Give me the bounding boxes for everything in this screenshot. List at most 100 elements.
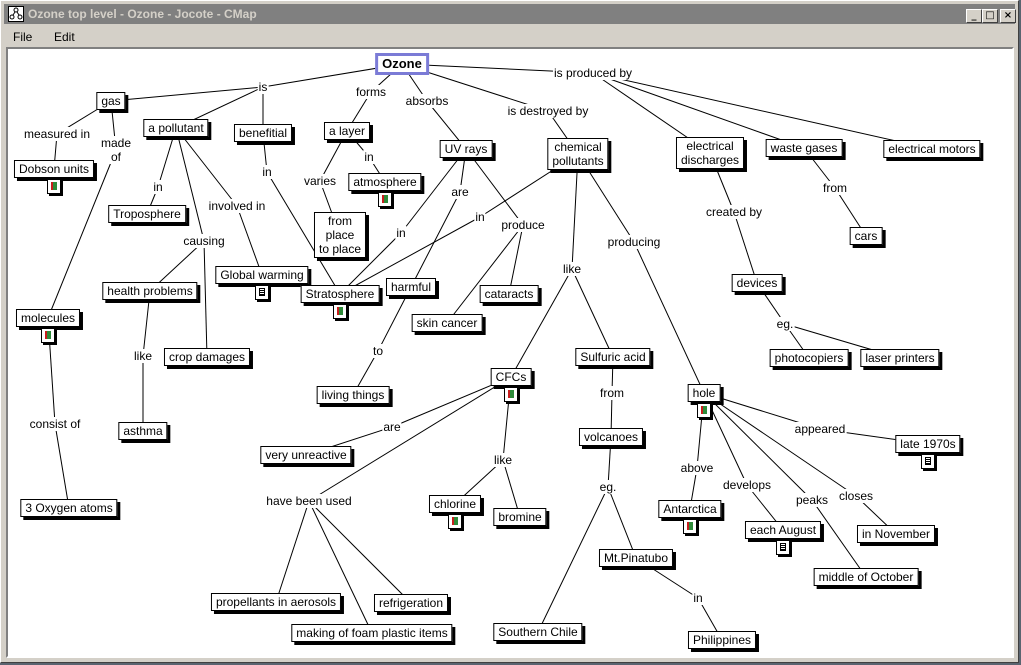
- linking-phrase-producing[interactable]: producing: [606, 235, 662, 249]
- image-resource-icon[interactable]: [448, 514, 462, 529]
- concept-skincancer[interactable]: skin cancer: [411, 314, 483, 332]
- concept-late1970s[interactable]: late 1970s: [895, 435, 961, 453]
- concept-sulfuric[interactable]: Sulfuric acid: [575, 348, 651, 366]
- concept-eachaugust[interactable]: each August: [744, 521, 822, 539]
- concept-southernchile[interactable]: Southern Chile: [493, 623, 583, 641]
- linking-phrase-eg_devices[interactable]: eg.: [775, 317, 795, 331]
- linking-phrase-in_chem[interactable]: in: [474, 210, 486, 224]
- concept-cataracts[interactable]: cataracts: [479, 285, 539, 303]
- concept-bromine[interactable]: bromine: [493, 508, 547, 526]
- concept-propellants[interactable]: propellants in aerosols: [210, 593, 342, 611]
- concept-midoctober[interactable]: middle of October: [813, 568, 919, 586]
- concept-hole[interactable]: hole: [687, 384, 721, 402]
- concept-philippines[interactable]: Philippines: [687, 631, 757, 649]
- image-resource-icon[interactable]: [47, 179, 61, 194]
- concept-elecmotors[interactable]: electrical motors: [883, 140, 981, 158]
- concept-cars[interactable]: cars: [849, 227, 883, 245]
- concept-dobson[interactable]: Dobson units: [13, 160, 95, 178]
- image-resource-icon[interactable]: [504, 387, 518, 402]
- linking-phrase-in_trop[interactable]: in: [152, 180, 164, 194]
- concept-atmosphere[interactable]: atmosphere: [348, 173, 422, 191]
- image-resource-icon[interactable]: [41, 328, 55, 343]
- linking-phrase-peaks[interactable]: peaks: [794, 493, 830, 507]
- menu-file[interactable]: File: [13, 30, 33, 44]
- linking-phrase-havebeenused[interactable]: have been used: [265, 494, 353, 508]
- linking-phrase-in_pinatubo[interactable]: in: [692, 591, 704, 605]
- concept-map-canvas[interactable]: is forms absorbs is destroyed by is produced…: [6, 47, 1014, 658]
- linking-phrase-are_cfc[interactable]: are: [382, 420, 402, 434]
- linking-phrase-like_chem[interactable]: like: [561, 262, 583, 276]
- linking-phrase-in_atmo[interactable]: in: [363, 150, 375, 164]
- concept-antarctica[interactable]: Antarctica: [658, 500, 722, 518]
- minimize-button[interactable]: _: [966, 9, 982, 23]
- linking-phrase-measuredin[interactable]: measured in: [22, 127, 92, 141]
- linking-phrase-eg_volc[interactable]: eg.: [598, 480, 618, 494]
- concept-chlorine[interactable]: chlorine: [428, 495, 482, 513]
- linking-phrase-appeared[interactable]: appeared: [793, 422, 847, 436]
- image-resource-icon[interactable]: [378, 192, 392, 207]
- linking-phrase-varies[interactable]: varies: [302, 174, 338, 188]
- concept-unreactive[interactable]: very unreactive: [260, 446, 352, 464]
- concept-globalwarming[interactable]: Global warming: [215, 266, 309, 284]
- concept-beneficial[interactable]: benefitial: [233, 124, 293, 142]
- concept-laserprinters[interactable]: laser printers: [860, 349, 940, 367]
- document-resource-icon[interactable]: [255, 285, 269, 300]
- linking-phrase-isproducedby[interactable]: is produced by: [552, 66, 634, 80]
- concept-stratosphere[interactable]: Stratosphere: [300, 285, 380, 303]
- linking-phrase-from_sulf[interactable]: from: [599, 386, 625, 400]
- concept-healthproblems[interactable]: health problems: [102, 282, 198, 300]
- concept-gas[interactable]: gas: [96, 92, 126, 110]
- maximize-button[interactable]: □: [982, 9, 998, 23]
- linking-phrase-like_cfc[interactable]: like: [492, 453, 514, 467]
- document-resource-icon[interactable]: [776, 540, 790, 555]
- concept-uvrays[interactable]: UV rays: [439, 140, 493, 158]
- concept-cfcs[interactable]: CFCs: [490, 368, 532, 386]
- concept-livingthings[interactable]: living things: [316, 386, 390, 404]
- linking-phrase-in_benef[interactable]: in: [261, 165, 273, 179]
- linking-phrase-closes[interactable]: closes: [837, 489, 875, 503]
- concept-molecules[interactable]: molecules: [15, 309, 81, 327]
- linking-phrase-above[interactable]: above: [679, 461, 715, 475]
- concept-oxygen[interactable]: 3 Oxygen atoms: [20, 499, 118, 517]
- linking-phrase-is[interactable]: is: [257, 80, 269, 94]
- linking-phrase-from_waste[interactable]: from: [822, 181, 848, 195]
- concept-volcanoes[interactable]: volcanoes: [578, 428, 644, 446]
- image-resource-icon[interactable]: [697, 403, 711, 418]
- title-bar[interactable]: Ozone top level - Ozone - Jocote - CMap …: [4, 4, 1016, 24]
- linking-phrase-to[interactable]: to: [371, 344, 385, 358]
- image-resource-icon[interactable]: [683, 519, 697, 534]
- linking-phrase-involvedin[interactable]: involved in: [207, 199, 267, 213]
- concept-ozone[interactable]: Ozone: [375, 53, 429, 75]
- linking-phrase-causing[interactable]: causing: [182, 234, 226, 248]
- menu-edit[interactable]: Edit: [54, 30, 75, 44]
- concept-asthma[interactable]: asthma: [118, 422, 168, 440]
- concept-devices[interactable]: devices: [731, 274, 783, 292]
- concept-layer[interactable]: a layer: [323, 122, 371, 140]
- concept-pinatubo[interactable]: Mt.Pinatubo: [598, 549, 674, 567]
- linking-phrase-isdestroyedby[interactable]: is destroyed by: [506, 104, 590, 118]
- document-resource-icon[interactable]: [921, 454, 935, 469]
- concept-wastegases[interactable]: waste gases: [765, 139, 843, 157]
- concept-photocopiers[interactable]: photocopiers: [769, 349, 849, 367]
- concept-pollutant[interactable]: a pollutant: [143, 119, 209, 137]
- linking-phrase-createdby[interactable]: created by: [704, 205, 764, 219]
- concept-harmful[interactable]: harmful: [385, 278, 437, 296]
- close-button[interactable]: ×: [1000, 9, 1016, 23]
- concept-innovember[interactable]: in November: [856, 525, 936, 543]
- linking-phrase-consistof[interactable]: consist of: [28, 417, 82, 431]
- linking-phrase-forms[interactable]: forms: [355, 85, 387, 99]
- linking-phrase-in_uv[interactable]: in: [395, 226, 407, 240]
- concept-cropdamages[interactable]: crop damages: [163, 348, 251, 366]
- linking-phrase-are_uv[interactable]: are: [450, 185, 470, 199]
- concept-refrigeration[interactable]: refrigeration: [373, 594, 449, 612]
- linking-phrase-absorbs[interactable]: absorbs: [404, 94, 450, 108]
- image-resource-icon[interactable]: [333, 304, 347, 319]
- concept-foamplastic[interactable]: making of foam plastic items: [291, 624, 453, 642]
- concept-troposphere[interactable]: Troposphere: [108, 205, 186, 223]
- linking-phrase-like_health[interactable]: like: [132, 349, 154, 363]
- linking-phrase-develops[interactable]: develops: [721, 478, 773, 492]
